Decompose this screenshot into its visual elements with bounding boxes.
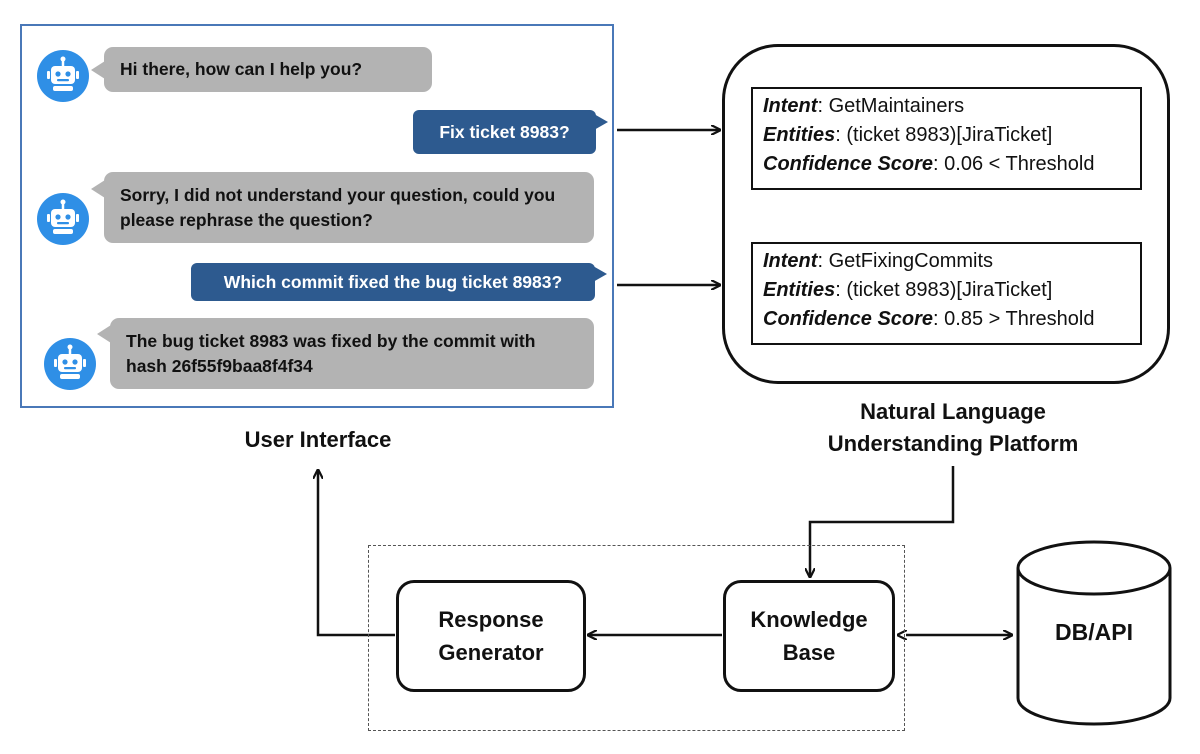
bot-message: Hi there, how can I help you?	[104, 47, 432, 92]
response-generator-box: Response Generator	[396, 580, 586, 692]
bot-avatar	[37, 193, 89, 245]
message-text: Sorry, I did not understand your questio…	[120, 184, 556, 230]
bot-message: The bug ticket 8983 was fixed by the com…	[110, 318, 594, 389]
db-api-label: DB/API	[1055, 619, 1133, 645]
message-text: Which commit fixed the bug ticket 8983?	[223, 271, 563, 292]
robot-icon	[47, 56, 79, 91]
confidence-value: 0.06 < Threshold	[944, 153, 1095, 175]
intent-row: Intent: GetMaintainers	[763, 95, 965, 117]
message-text: Fix ticket 8983?	[439, 121, 570, 142]
bot-avatar	[44, 338, 96, 390]
bot-message: Sorry, I did not understand your questio…	[104, 172, 594, 243]
user-interface-label: User Interface	[244, 427, 392, 452]
confidence-row: Confidence Score: 0.06 < Threshold	[763, 153, 1095, 175]
nlu-platform-label: Natural Language Understanding Platform	[780, 396, 1126, 460]
intent-value: GetFixingCommits	[828, 250, 994, 272]
component-label: Response	[438, 607, 544, 632]
robot-icon	[54, 344, 86, 379]
bubble-tail	[91, 61, 105, 79]
entities-value: (ticket 8983)[JiraTicket]	[846, 279, 1053, 301]
intent-value: GetMaintainers	[828, 95, 965, 117]
user-message: Fix ticket 8983?	[413, 110, 596, 154]
message-text: Hi there, how can I help you?	[120, 59, 363, 79]
component-label: Knowledge	[750, 607, 868, 632]
nlu-result-2: Intent: GetFixingCommits Entities: (tick…	[751, 242, 1142, 345]
bubble-tail	[97, 325, 111, 343]
label-line: Understanding Platform	[827, 431, 1079, 456]
confidence-row: Confidence Score: 0.85 > Threshold	[763, 308, 1095, 330]
robot-icon	[47, 199, 79, 234]
nlu-result-1: Intent: GetMaintainers Entities: (ticket…	[751, 87, 1142, 190]
bot-avatar	[37, 50, 89, 102]
message-text: The bug ticket 8983 was fixed by the com…	[126, 330, 536, 376]
bubble-tail	[594, 114, 608, 130]
knowledge-base-box: Knowledge Base	[723, 580, 895, 692]
confidence-value: 0.85 > Threshold	[944, 308, 1095, 330]
arrow-nlu-to-knowledge-base	[810, 466, 955, 577]
component-label: Generator	[438, 640, 544, 665]
database-icon	[1016, 540, 1172, 726]
arrow-response-to-ui	[318, 470, 395, 637]
entities-row: Entities: (ticket 8983)[JiraTicket]	[763, 124, 1053, 146]
bubble-tail	[91, 180, 105, 198]
component-label: Base	[782, 640, 836, 665]
entities-row: Entities: (ticket 8983)[JiraTicket]	[763, 279, 1053, 301]
intent-row: Intent: GetFixingCommits	[763, 250, 994, 272]
bubble-tail	[593, 266, 607, 282]
label-line: Natural Language	[860, 399, 1046, 424]
user-message: Which commit fixed the bug ticket 8983?	[191, 263, 595, 301]
entities-value: (ticket 8983)[JiraTicket]	[846, 124, 1053, 146]
core-components-group	[368, 545, 905, 731]
